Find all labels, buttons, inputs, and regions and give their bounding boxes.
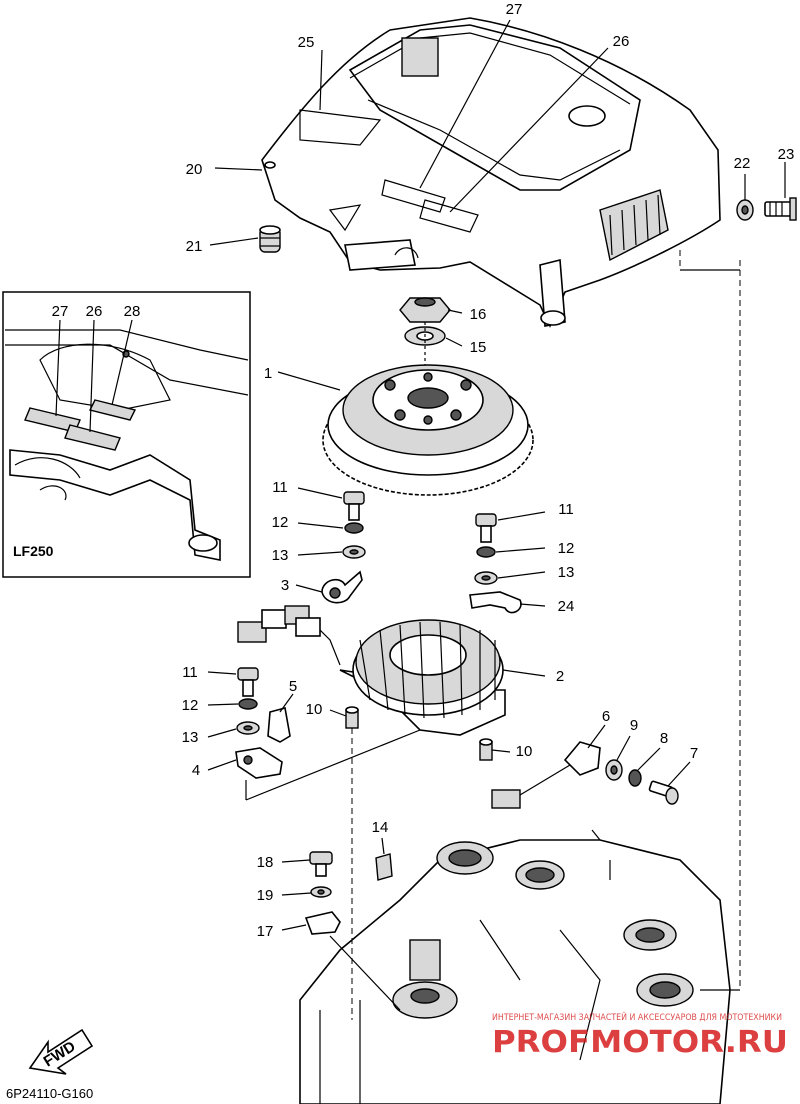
bolt-11-a bbox=[343, 491, 365, 521]
callout-13-b: 13 bbox=[558, 564, 575, 581]
callout-11-a: 11 bbox=[272, 479, 288, 496]
callout-12-a: 12 bbox=[272, 514, 289, 531]
key-14 bbox=[375, 853, 393, 881]
callout-10-b: 10 bbox=[516, 743, 533, 760]
watermark-text: PROFMOTOR.RU bbox=[492, 1025, 788, 1060]
callout-16: 16 bbox=[470, 306, 487, 323]
bolt-23 bbox=[764, 197, 797, 221]
callout-24: 24 bbox=[558, 598, 575, 615]
callout-8: 8 bbox=[660, 730, 668, 747]
washer-13-a bbox=[342, 545, 366, 559]
callout-20: 20 bbox=[186, 161, 203, 178]
clamp-24 bbox=[469, 591, 522, 614]
washer-12-b bbox=[476, 546, 496, 558]
callout-12-c: 12 bbox=[182, 697, 199, 714]
power-head-block bbox=[299, 829, 731, 1104]
clamp-5 bbox=[267, 707, 291, 743]
bolt-11-b bbox=[475, 513, 497, 543]
callout-6: 6 bbox=[602, 708, 610, 725]
screw-18 bbox=[309, 851, 333, 877]
callout-2: 2 bbox=[556, 668, 564, 685]
grommet-21 bbox=[259, 225, 281, 253]
callout-1: 1 bbox=[264, 365, 272, 382]
callout-7: 7 bbox=[690, 745, 698, 762]
callout-12-b: 12 bbox=[558, 540, 575, 557]
flywheel-cover bbox=[261, 17, 721, 328]
callout-23: 23 bbox=[778, 146, 795, 163]
callout-18: 18 bbox=[257, 854, 274, 871]
callout-13-c: 13 bbox=[182, 729, 199, 746]
callout-13-a: 13 bbox=[272, 547, 289, 564]
holder-4 bbox=[235, 747, 283, 779]
collar-10-b bbox=[479, 738, 493, 761]
watermark-subtext: ИНТЕРНЕТ-МАГАЗИН ЗАПЧАСТЕЙ И АКСЕССУАРОВ… bbox=[492, 1011, 782, 1023]
inset-lf250: 27 26 28 LF250 bbox=[2, 291, 251, 578]
callout-3: 3 bbox=[281, 577, 289, 594]
callout-22: 22 bbox=[734, 155, 751, 172]
callout-labels: 25 27 26 20 21 22 23 16 15 1 11 12 13 3 … bbox=[182, 1, 795, 940]
callout-10-a: 10 bbox=[306, 701, 323, 718]
callout-19: 19 bbox=[257, 887, 274, 904]
callout-9: 9 bbox=[630, 717, 638, 734]
callout-11-c: 11 bbox=[182, 664, 198, 681]
callout-11-b: 11 bbox=[558, 501, 574, 518]
stator-2 bbox=[237, 605, 506, 736]
inset-callout-27: 27 bbox=[52, 303, 69, 320]
washer-12-c bbox=[238, 698, 258, 710]
washer-9 bbox=[605, 759, 623, 781]
pulser-coil-6 bbox=[491, 741, 601, 809]
nut-16 bbox=[399, 297, 451, 323]
callout-27: 27 bbox=[506, 1, 523, 18]
leader-lines bbox=[207, 19, 786, 1020]
washer-8 bbox=[628, 769, 642, 787]
inset-label: LF250 bbox=[13, 543, 54, 559]
watermark-logo: ИНТЕРНЕТ-МАГАЗИН ЗАПЧАСТЕЙ И АКСЕССУАРОВ… bbox=[492, 1011, 788, 1060]
flywheel-1 bbox=[322, 364, 534, 496]
bolt-11-c bbox=[237, 667, 259, 697]
callout-4: 4 bbox=[192, 762, 200, 779]
collar-22 bbox=[736, 199, 754, 221]
callout-17: 17 bbox=[257, 923, 274, 940]
collar-10-a bbox=[345, 706, 359, 729]
washer-13-b bbox=[474, 571, 498, 585]
fwd-arrow-icon: FWD bbox=[28, 1028, 94, 1075]
inset-callout-26: 26 bbox=[86, 303, 103, 320]
callout-25: 25 bbox=[298, 34, 315, 51]
callout-14: 14 bbox=[372, 819, 389, 836]
washer-12-a bbox=[344, 522, 364, 534]
inset-callout-28: 28 bbox=[124, 303, 141, 320]
washer-13-c bbox=[236, 721, 260, 735]
clamp-3 bbox=[321, 570, 363, 604]
callout-5: 5 bbox=[289, 678, 297, 695]
screw-7 bbox=[648, 780, 679, 805]
callout-21: 21 bbox=[186, 238, 203, 255]
callout-26: 26 bbox=[613, 33, 630, 50]
diagram-code: 6P24110-G160 bbox=[6, 1086, 93, 1101]
clamp-17 bbox=[304, 911, 341, 935]
callout-15: 15 bbox=[470, 339, 487, 356]
washer-19 bbox=[310, 886, 332, 898]
